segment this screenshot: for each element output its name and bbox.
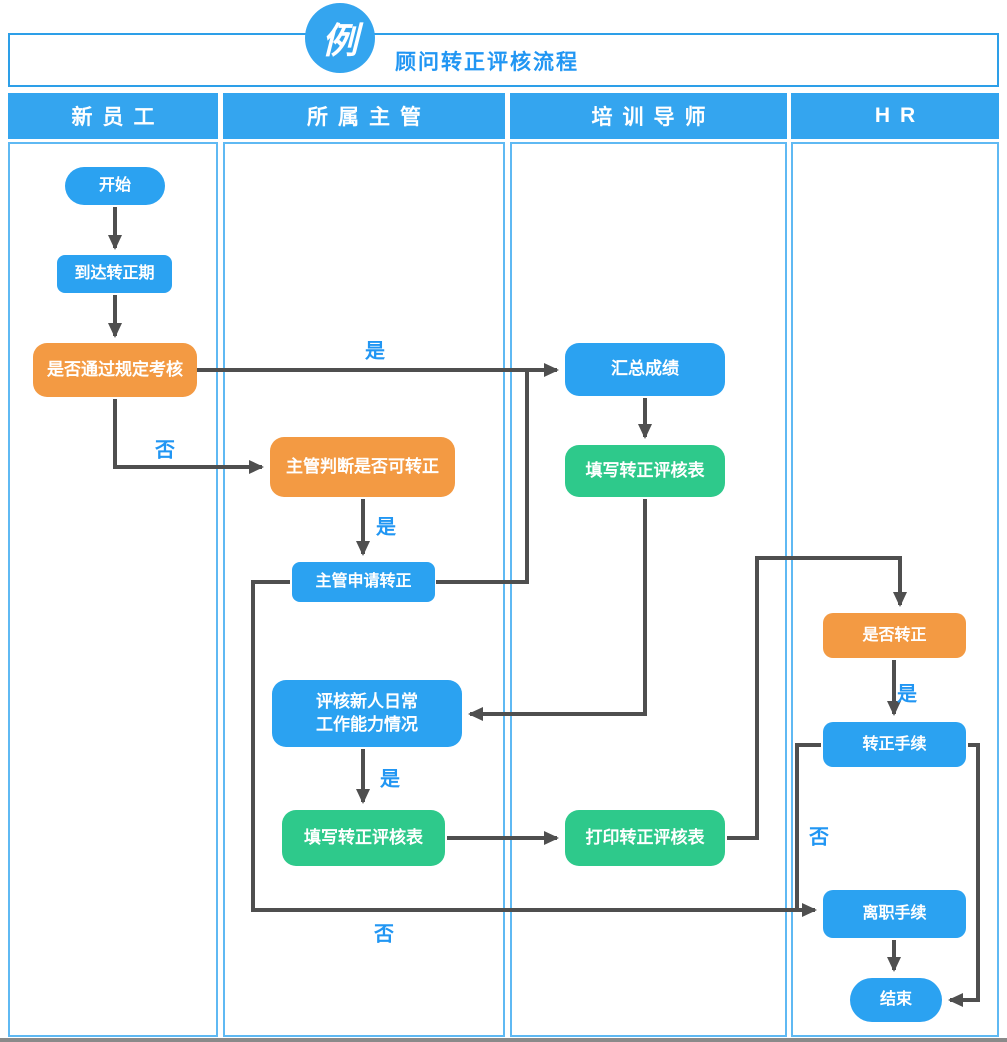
node-summarize-scores: 汇总成绩 bbox=[565, 343, 725, 396]
node-pass-exam: 是否通过规定考核 bbox=[33, 343, 197, 397]
node-regular-procedure: 转正手续 bbox=[823, 722, 966, 767]
node-fill-form-mentor-label: 填写转正评核表 bbox=[585, 460, 705, 480]
node-pass-exam-label: 是否通过规定考核 bbox=[47, 359, 183, 379]
node-confirm-regular: 是否转正 bbox=[823, 613, 966, 658]
edge-regular-to-end bbox=[948, 743, 980, 1007]
edge-print-to-confirm bbox=[727, 556, 907, 840]
edge-label-no-confirm-regular: 否 bbox=[809, 826, 829, 849]
edge-label-no-long-bottom: 否 bbox=[374, 923, 394, 946]
node-fill-form-manager: 填写转正评核表 bbox=[282, 810, 445, 866]
example-badge: 例 bbox=[305, 3, 375, 73]
node-print-form-label: 打印转正评核表 bbox=[585, 827, 705, 847]
lane-header-new-employee: 新员工 bbox=[8, 93, 218, 139]
edge-label-yes-confirm-regular: 是 bbox=[897, 683, 917, 706]
node-evaluate-daily-line2: 工作能力情况 bbox=[316, 714, 418, 734]
edge-label-yes-supervisor-judge: 是 bbox=[376, 516, 396, 539]
node-resign-procedure-label: 离职手续 bbox=[862, 905, 927, 923]
node-regular-procedure-label: 转正手续 bbox=[862, 735, 927, 753]
node-reach-period-label: 到达转正期 bbox=[74, 265, 155, 283]
node-start: 开始 bbox=[65, 167, 165, 205]
edge-label-yes-pass-exam: 是 bbox=[365, 340, 385, 363]
node-fill-form-manager-label: 填写转正评核表 bbox=[304, 827, 423, 847]
edge-label-yes-evaluate-daily: 是 bbox=[380, 768, 400, 791]
node-supervisor-apply-label: 主管申请转正 bbox=[315, 573, 412, 591]
lane-header-supervisor: 所属主管 bbox=[223, 93, 505, 139]
node-supervisor-apply: 主管申请转正 bbox=[292, 562, 435, 602]
bottom-edge-line bbox=[0, 1038, 1007, 1042]
node-fill-form-mentor: 填写转正评核表 bbox=[565, 445, 725, 497]
node-evaluate-daily-line1: 评核新人日常 bbox=[316, 691, 418, 711]
edge-regular-no-join bbox=[795, 743, 821, 908]
node-supervisor-judge-label: 主管判断是否可转正 bbox=[286, 456, 439, 476]
lane-body-mentor bbox=[510, 142, 787, 1037]
edge-apply-join-summarize bbox=[436, 372, 529, 584]
edge-passexam-no-to-judge bbox=[113, 399, 264, 474]
lane-body-hr bbox=[791, 142, 999, 1037]
lane-header-mentor: 培训导师 bbox=[510, 93, 787, 139]
edge-label-no-pass-exam: 否 bbox=[155, 439, 175, 462]
node-end-label: 结束 bbox=[879, 991, 912, 1009]
node-summarize-scores-label: 汇总成绩 bbox=[611, 359, 679, 379]
page-title: 顾问转正评核流程 bbox=[395, 51, 579, 74]
edge-fillmentor-to-evaluate bbox=[468, 499, 647, 721]
node-evaluate-daily: 评核新人日常 工作能力情况 bbox=[272, 680, 462, 747]
node-resign-procedure: 离职手续 bbox=[823, 890, 966, 938]
node-start-label: 开始 bbox=[98, 177, 131, 195]
node-reach-period: 到达转正期 bbox=[57, 255, 172, 293]
node-end: 结束 bbox=[850, 978, 942, 1022]
node-confirm-regular-label: 是否转正 bbox=[862, 626, 927, 644]
example-badge-text: 例 bbox=[321, 20, 358, 61]
node-print-form: 打印转正评核表 bbox=[565, 810, 725, 866]
node-supervisor-judge: 主管判断是否可转正 bbox=[270, 437, 455, 497]
title-box bbox=[8, 33, 999, 87]
edge-apply-no-to-resign bbox=[251, 580, 817, 917]
lane-header-hr: HR bbox=[791, 93, 999, 139]
